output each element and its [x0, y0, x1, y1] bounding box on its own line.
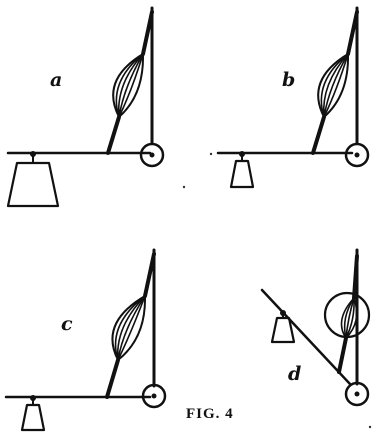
small-weight — [270, 316, 296, 344]
panel-label-a: a — [50, 69, 62, 91]
panel-label-b: b — [282, 69, 295, 91]
pulley-wheel — [139, 142, 165, 168]
small-weight — [20, 403, 46, 432]
lower-tendon — [105, 358, 120, 399]
panel-label-c: c — [61, 313, 73, 335]
pulley-axle — [149, 152, 155, 158]
muscle-belly — [111, 295, 147, 361]
upper-tendon — [346, 10, 359, 56]
figure-caption: FIG. 4 — [186, 406, 234, 422]
panel-label-d: d — [288, 363, 301, 385]
pulley-wheel — [344, 142, 370, 168]
muscle-belly — [317, 53, 350, 118]
pulley-wheel — [344, 381, 370, 407]
pulley-axle — [354, 391, 360, 397]
pulley-axle — [151, 393, 157, 399]
panel-c: c — [4, 248, 167, 432]
panel-b: b — [216, 6, 370, 189]
lower-tendon — [337, 336, 348, 374]
contracted-muscle — [323, 291, 371, 339]
lower-tendon — [311, 115, 326, 155]
small-weight — [229, 159, 255, 189]
muscle-belly — [112, 53, 145, 118]
pulley-wheel — [141, 383, 167, 409]
large-weight — [6, 161, 60, 208]
panel-a: a — [6, 6, 165, 208]
lower-tendon — [106, 115, 121, 155]
tilted-lever-bar — [260, 288, 352, 386]
panel-d: d — [260, 248, 371, 407]
upper-tendon — [141, 10, 154, 56]
upper-tendon — [352, 254, 359, 300]
pulley-axle — [354, 152, 360, 158]
print-specks — [182, 152, 372, 429]
upper-tendon — [143, 252, 156, 298]
